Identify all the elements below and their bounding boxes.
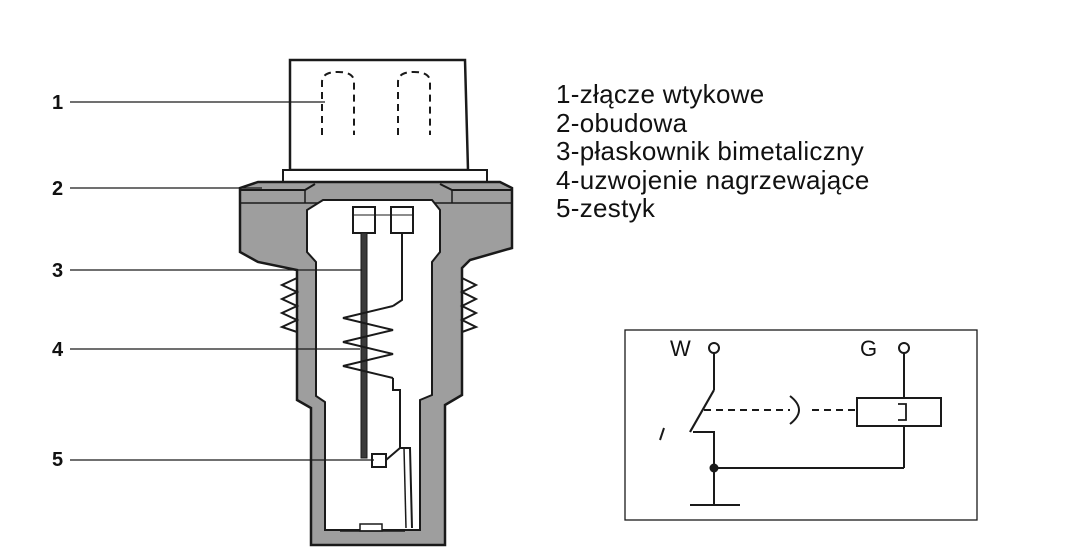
housing [238,180,514,547]
terminal-g-label: G [860,336,877,361]
callout-number-2: 2 [52,178,63,200]
callout-number-1: 1 [52,92,63,114]
callout-5: 5 [52,449,374,471]
legend-item-4: 4-uzwojenie nagrzewające [556,164,870,195]
legend-item-1: 1-złącze wtykowe [556,79,765,109]
plug-connector [282,58,488,183]
callout-1: 1 [52,92,325,114]
legend-item-3: 3-płaskownik bimetaliczny [556,136,865,166]
legend-item-5: 5-zestyk [556,193,656,223]
terminal-w-label: W [670,336,691,361]
callout-number-3: 3 [52,260,63,282]
callout-4: 4 [52,339,360,361]
callout-number-4: 4 [52,339,64,361]
callout-2: 2 [52,178,262,200]
callout-number-5: 5 [52,449,63,471]
circuit-schematic: W G [624,329,978,521]
callout-3: 3 [52,260,362,282]
legend: 1-złącze wtykowe 2-obudowa 3-płaskownik … [556,80,870,223]
legend-item-2: 2-obudowa [556,107,688,138]
